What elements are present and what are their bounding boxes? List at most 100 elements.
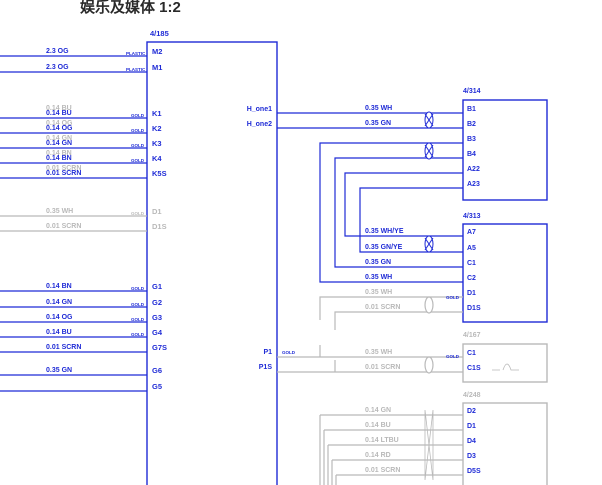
- pin-label-G7S: G7S: [152, 343, 167, 352]
- pin-label-C1: C1: [467, 350, 476, 357]
- shield-ellipse: [424, 356, 434, 374]
- twist-cross: [424, 113, 434, 127]
- wire-label: 0.35 WH: [365, 349, 392, 356]
- pin-material: GOLD: [131, 211, 145, 216]
- wire-label: 0.35 WH: [365, 105, 392, 112]
- twist-cross: [424, 237, 434, 251]
- pin-material: GOLD: [131, 302, 145, 307]
- pin-label-K3: K3: [152, 139, 162, 148]
- pin-material: GOLD: [131, 143, 145, 148]
- wire-label: 0.35 WH/YE: [365, 228, 404, 235]
- twist-cross: [424, 144, 434, 158]
- pin-label-P1: P1: [263, 349, 272, 356]
- wire-label: 0.35 WH: [46, 208, 73, 215]
- wire-label: 2.3 OG: [46, 64, 69, 71]
- pin-label-D1S: D1S: [152, 222, 167, 231]
- pin-label-D1: D1: [467, 423, 476, 430]
- pin-label-D4: D4: [467, 438, 476, 445]
- wire-label: 0.35 GN: [365, 120, 391, 127]
- pin-label-A5: A5: [467, 245, 476, 252]
- pin-label-D1: D1: [152, 207, 162, 216]
- pin-label-D1: D1: [467, 290, 476, 297]
- connector-4-313: [462, 223, 548, 323]
- connector-4-167: [462, 343, 548, 383]
- wire-label: 0.01 SCRN: [46, 344, 81, 351]
- pin-material: GOLD: [131, 332, 145, 337]
- twist-marker: [424, 111, 434, 129]
- wire-label: 0.01 SCRN: [365, 467, 400, 474]
- pin-label-B3: B3: [467, 136, 476, 143]
- pin-material: GOLD: [131, 317, 145, 322]
- wire-label: 0.14 GN: [46, 140, 72, 147]
- pin-label-G3: G3: [152, 313, 162, 322]
- pin-material: GOLD: [131, 286, 145, 291]
- wire-label: 0.14 BU: [365, 422, 391, 429]
- pin-label-K2: K2: [152, 124, 162, 133]
- connector-id-4-314: 4/314: [463, 88, 481, 95]
- pin-label-C1S: C1S: [467, 365, 481, 372]
- wire-d1s: [334, 311, 463, 330]
- pin-material: GOLD: [131, 128, 145, 133]
- twist-marker: [424, 409, 434, 481]
- pin-label-K4: K4: [152, 154, 162, 163]
- pin-label-M1: M1: [152, 63, 162, 72]
- pin-label-K5S: K5S: [152, 169, 167, 178]
- pin-label-C2: C2: [467, 275, 476, 282]
- pin-label-P1S: P1S: [259, 364, 273, 371]
- pin-material: PLASTIC: [126, 67, 146, 72]
- wire-b4-c1: [334, 157, 463, 268]
- wire-b3-c2: [319, 142, 463, 283]
- connector-4-314: [462, 99, 548, 201]
- wire-label: 0.14 BU: [46, 110, 72, 117]
- pin-label-G6: G6: [152, 366, 162, 375]
- pin-label-H_one1: H_one1: [247, 106, 272, 113]
- wire-label: 0.14 BN: [46, 283, 72, 290]
- pin-label-C1: C1: [467, 260, 476, 267]
- wire-a23-a5: [359, 187, 463, 253]
- shield-ellipse: [424, 296, 434, 314]
- pin-label-A7: A7: [467, 229, 476, 236]
- wire-label: 0.01 SCRN: [46, 170, 81, 177]
- wire-label: 0.35 WH: [365, 289, 392, 296]
- wire-label: 0.01 SCRN: [365, 304, 400, 311]
- pin-label-D5S: D5S: [467, 468, 481, 475]
- pin-label-M2: M2: [152, 47, 162, 56]
- wire-label: 0.35 WH: [365, 274, 392, 281]
- pin-material: PLASTIC: [126, 51, 146, 56]
- pin-label-D1S: D1S: [467, 305, 481, 312]
- pin-label-G1: G1: [152, 282, 162, 291]
- wire-label: 0.14 BN: [46, 155, 72, 162]
- pin-label-B1: B1: [467, 106, 476, 113]
- pin-material: GOLD: [131, 158, 145, 163]
- wire-label: 0.14 GN: [365, 407, 391, 414]
- wire-label: 0.01 SCRN: [46, 223, 81, 230]
- wire-label: 0.35 GN: [46, 367, 72, 374]
- twist-marker: [424, 235, 434, 253]
- wire-d1: [319, 296, 463, 320]
- wire-label: 0.14 LTBU: [365, 437, 399, 444]
- pin-label-G4: G4: [152, 328, 163, 337]
- pin-label-D3: D3: [467, 453, 476, 460]
- ghost-wire-label: 0.14 BN: [46, 150, 72, 157]
- connector-id-4-313: 4/313: [463, 213, 481, 220]
- connector-4-185: [146, 41, 278, 485]
- ghost-wire-label: 0.14 BU: [46, 105, 72, 112]
- pin-label-G2: G2: [152, 298, 162, 307]
- pin-label-A22: A22: [467, 166, 480, 173]
- pin-label-B2: B2: [467, 121, 476, 128]
- pin-material: GOLD: [446, 354, 460, 359]
- wire-label: 0.35 GN: [365, 259, 391, 266]
- connector-4-248: [462, 402, 548, 485]
- wire-label: 0.14 GN: [46, 299, 72, 306]
- pin-label-B4: B4: [467, 151, 476, 158]
- wire-label: 0.14 OG: [46, 314, 73, 321]
- wire-label: 2.3 OG: [46, 48, 69, 55]
- pin-label-H_one2: H_one2: [247, 121, 272, 128]
- wire-label: 0.14 OG: [46, 125, 73, 132]
- wire-label: 0.01 SCRN: [365, 364, 400, 371]
- pin-label-K1: K1: [152, 109, 162, 118]
- ghost-wire-label: 0.01 SCRN: [46, 165, 81, 172]
- ghost-wire-label: 0.14 OG: [46, 120, 73, 127]
